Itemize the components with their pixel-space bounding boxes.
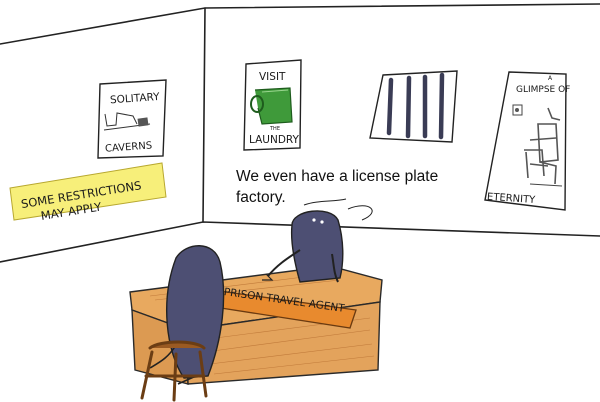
caption-line-1: We even have a license plate (236, 168, 439, 185)
laundry-poster-bottom: LAUNDRY (249, 134, 300, 146)
solitary-poster: SOLITARY CAVERNS (97, 79, 167, 159)
travel-agent-figure (262, 210, 344, 283)
barred-window (369, 70, 458, 143)
eternity-poster-bottom: ETERNITY (487, 192, 537, 206)
caption-line-2: factory. (236, 189, 286, 206)
laundry-poster-top: VISIT (259, 71, 286, 83)
speech-bubble-hint (347, 205, 373, 221)
speech-tail (303, 198, 347, 206)
solitary-poster-bottom: CAVERNS (105, 140, 153, 154)
room-lines (0, 3, 600, 263)
stool (140, 340, 208, 402)
laundry-poster-small: THE (269, 126, 280, 132)
laundry-poster: VISIT THE LAUNDRY (243, 59, 302, 151)
eternity-poster-top-small: A (548, 75, 553, 82)
solitary-poster-top: SOLITARY (110, 91, 161, 106)
eternity-poster: A GLIMPSE OF ETERNITY (484, 71, 570, 211)
restrictions-sign: SOME RESTRICTIONS MAY APPLY (9, 162, 167, 223)
nameplate: PRISON TRAVEL AGENT (207, 286, 357, 329)
eternity-poster-top: GLIMPSE OF (516, 85, 570, 95)
caption: We even have a license plate factory. (236, 166, 476, 208)
